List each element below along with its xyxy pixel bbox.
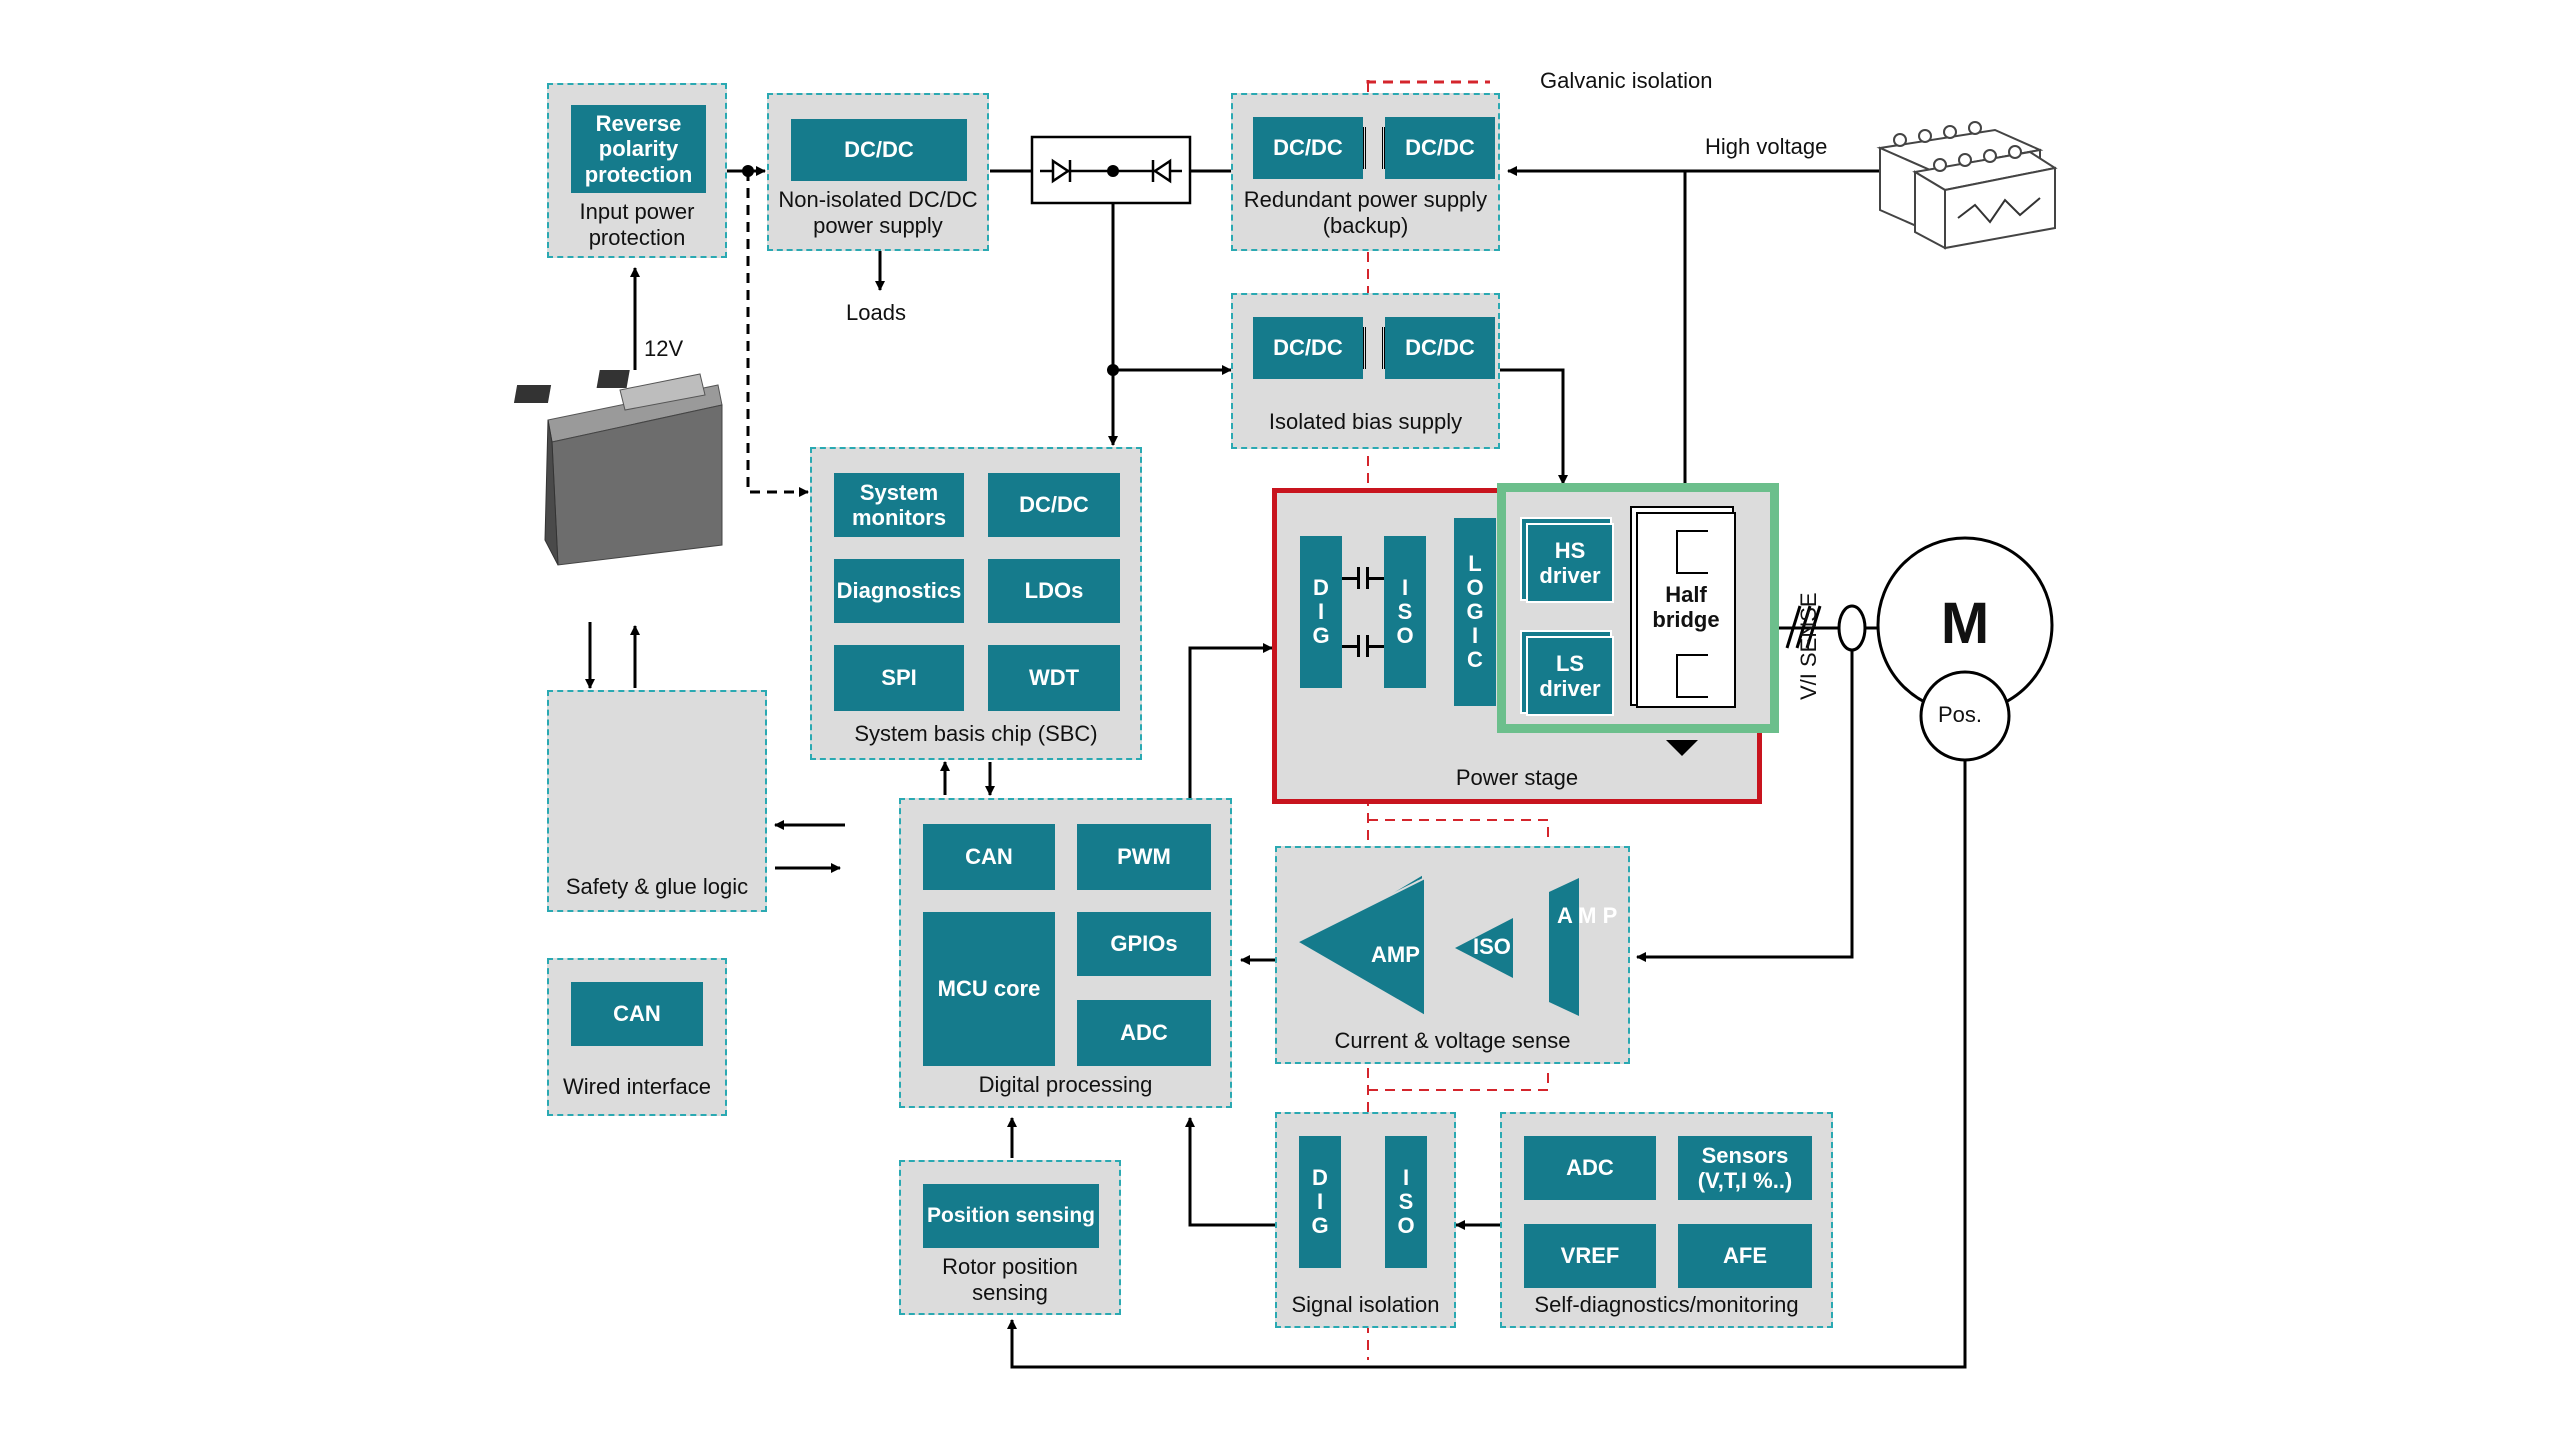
selfdiag-adc: ADC <box>1524 1136 1656 1200</box>
transformer-icon <box>1363 127 1385 169</box>
mosfet-top-icon <box>1676 530 1708 574</box>
sense-amp-vertical: A M P <box>1557 903 1618 928</box>
loads-label: Loads <box>846 300 906 325</box>
bias-dcdc-left: DC/DC <box>1253 317 1363 379</box>
wired-caption: Wired interface <box>563 1074 711 1099</box>
input-protection-caption: Input power protection <box>579 199 695 251</box>
redundant-dcdc-right: DC/DC <box>1385 117 1495 179</box>
driver-half-bridge-group: HS driver LS driver Half bridge <box>1497 483 1779 733</box>
safety-glue-logic-group: Safety & glue logic <box>547 690 767 912</box>
high-voltage-battery-icon <box>1876 121 2058 250</box>
sbc-dcdc: DC/DC <box>988 473 1120 537</box>
amp-triangles <box>1294 872 1579 1018</box>
self-diagnostics-group: ADC Sensors (V,T,I %..) VREF AFE Self-di… <box>1500 1112 1833 1328</box>
sense-amp-label: AMP <box>1371 942 1420 967</box>
sense-caption: Current & voltage sense <box>1334 1028 1571 1053</box>
signal-iso-caption: Signal isolation <box>1291 1292 1440 1317</box>
ls-driver-block: LS driver <box>1526 636 1614 716</box>
power-logic-block: L O G I C <box>1454 518 1496 706</box>
digital-gpios: GPIOs <box>1077 912 1211 976</box>
redundant-dcdc-left: DC/DC <box>1253 117 1363 179</box>
position-sensing-block: Position sensing <box>923 1184 1099 1248</box>
redundant-power-group: DC/DC DC/DC Redundant power supply (back… <box>1231 93 1500 251</box>
non-isolated-dcdc-group: DC/DC Non-isolated DC/DC power supply <box>767 93 989 251</box>
wired-can-block: CAN <box>571 982 703 1046</box>
power-stage-caption: Power stage <box>1455 765 1579 790</box>
non-isolated-caption: Non-isolated DC/DC power supply <box>778 187 978 239</box>
current-voltage-sense-group: AMP ISO A M P Current & voltage sense <box>1275 846 1630 1064</box>
input-power-protection-group: Reverse polarity protection Input power … <box>547 83 727 258</box>
bias-dcdc-right: DC/DC <box>1385 317 1495 379</box>
signal-isolation-group: D I G I S O Signal isolation <box>1275 1112 1456 1328</box>
mosfet-bottom-icon <box>1676 654 1708 698</box>
hs-driver-block: HS driver <box>1526 523 1614 603</box>
redundant-caption: Redundant power supply (backup) <box>1243 187 1488 239</box>
sbc-caption: System basis chip (SBC) <box>854 721 1098 746</box>
digital-can: CAN <box>923 824 1055 890</box>
sbc-ldos: LDOs <box>988 559 1120 623</box>
digital-caption: Digital processing <box>978 1072 1153 1097</box>
capacitor-icon <box>1342 567 1384 589</box>
half-bridge-block: Half bridge <box>1636 512 1736 708</box>
galvanic-isolation-label: Galvanic isolation <box>1540 68 1713 93</box>
power-iso-block: I S O <box>1384 536 1426 688</box>
wired-interface-group: CAN Wired interface <box>547 958 727 1116</box>
non-isolated-dcdc-block: DC/DC <box>791 119 967 181</box>
power-dig-block: D I G <box>1300 536 1342 688</box>
position-label: Pos. <box>1938 702 1983 727</box>
selfdiag-sensors: Sensors (V,T,I %..) <box>1678 1136 1812 1200</box>
half-bridge-label: Half bridge <box>1652 582 1720 633</box>
digital-processing-group: CAN PWM MCU core GPIOs ADC Digital proce… <box>899 798 1232 1108</box>
capacitor-icon <box>1342 635 1384 657</box>
sbc-wdt: WDT <box>988 645 1120 711</box>
isolated-bias-group: DC/DC DC/DC Isolated bias supply <box>1231 293 1500 449</box>
motor-label: M <box>1940 591 1990 656</box>
high-voltage-label: High voltage <box>1705 134 1828 159</box>
rotor-position-group: Position sensing Rotor position sensing <box>899 1160 1121 1315</box>
signal-iso-block: I S O <box>1385 1136 1427 1268</box>
selfdiag-afe: AFE <box>1678 1224 1812 1288</box>
sbc-diagnostics: Diagnostics <box>834 559 964 623</box>
selfdiag-caption: Self-diagnostics/monitoring <box>1534 1292 1799 1317</box>
ground-icon <box>1666 740 1698 756</box>
sbc-spi: SPI <box>834 645 964 711</box>
digital-adc: ADC <box>1077 1000 1211 1066</box>
12v-label: 12V <box>644 336 684 361</box>
selfdiag-vref: VREF <box>1524 1224 1656 1288</box>
sbc-system-monitors: System monitors <box>834 473 964 537</box>
digital-pwm: PWM <box>1077 824 1211 890</box>
rotor-caption: Rotor position sensing <box>942 1254 1078 1306</box>
safety-caption: Safety & glue logic <box>565 874 749 899</box>
digital-mcu-core: MCU core <box>923 912 1055 1066</box>
reverse-polarity-block: Reverse polarity protection <box>571 105 706 193</box>
battery-icon <box>513 370 723 566</box>
vi-sense-label: V/I SENSE <box>1796 592 1821 700</box>
signal-dig-block: D I G <box>1299 1136 1341 1268</box>
isolated-bias-caption: Isolated bias supply <box>1268 409 1463 434</box>
sense-iso-label: ISO <box>1473 934 1511 959</box>
sbc-group: System monitors DC/DC Diagnostics LDOs S… <box>810 447 1142 760</box>
transformer-icon <box>1363 327 1385 369</box>
